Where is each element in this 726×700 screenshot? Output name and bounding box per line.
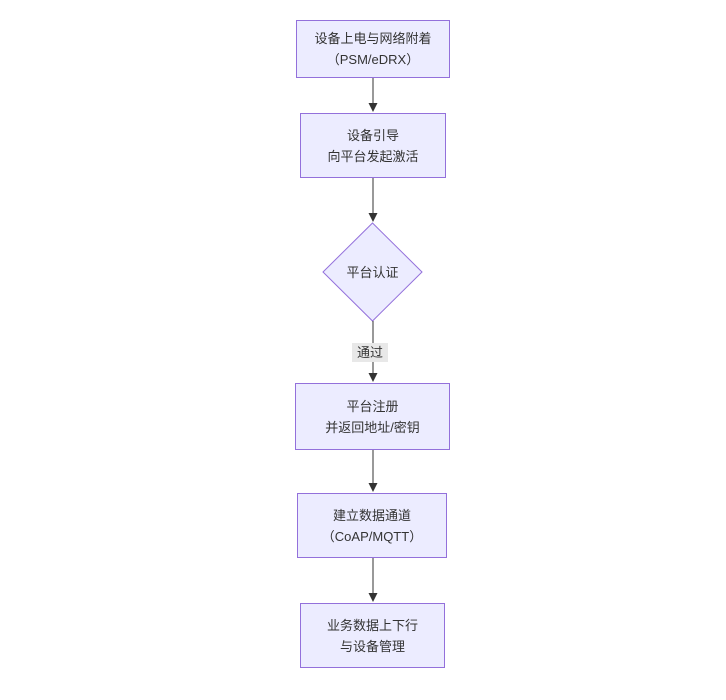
node-label-line: 与设备管理 xyxy=(339,638,405,654)
arrowhead-icon xyxy=(368,593,378,602)
node-data-channel: 建立数据通道 （CoAP/MQTT） xyxy=(297,493,447,558)
node-label-line: 向平台发起激活 xyxy=(327,148,419,164)
node-label-line: 设备引导 xyxy=(346,127,399,143)
node-power-attach: 设备上电与网络附着 （PSM/eDRX） xyxy=(296,20,450,78)
decision-platform-auth: 平台认证 xyxy=(323,251,422,293)
node-bootstrap-activate: 设备引导 向平台发起激活 xyxy=(300,113,446,178)
node-label-line: 平台认证 xyxy=(346,264,399,280)
node-label-line: 业务数据上下行 xyxy=(326,617,418,633)
node-label-line: （PSM/eDRX） xyxy=(326,52,420,67)
node-label-line: 设备上电与网络附着 xyxy=(314,31,432,46)
node-label-line: 平台注册 xyxy=(346,398,399,414)
node-label-line: 并返回地址/密钥 xyxy=(325,419,420,435)
arrowhead-icon xyxy=(368,213,378,222)
edge-label-pass: 通过 xyxy=(352,343,389,362)
arrowhead-icon xyxy=(368,103,378,112)
node-platform-register: 平台注册 并返回地址/密钥 xyxy=(295,383,450,450)
arrowhead-icon xyxy=(368,483,378,492)
node-label-line: （CoAP/MQTT） xyxy=(321,528,423,544)
arrowhead-icon xyxy=(368,373,378,382)
node-business-data: 业务数据上下行 与设备管理 xyxy=(300,603,445,668)
node-label-line: 建立数据通道 xyxy=(332,507,411,523)
